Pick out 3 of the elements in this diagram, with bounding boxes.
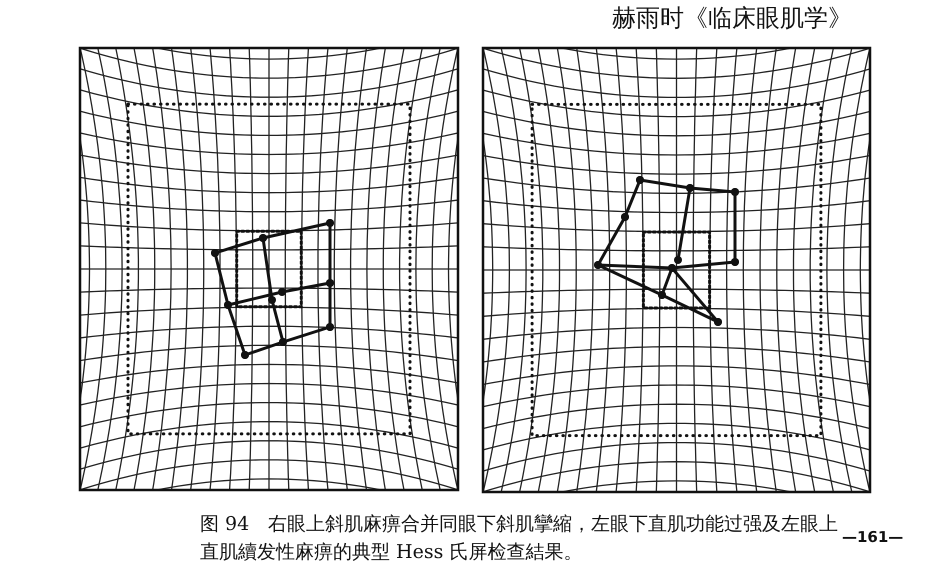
book-reference: 赫雨时《临床眼肌学》 — [612, 3, 852, 34]
figure-caption: 图 94 右眼上斜肌麻痹合并同眼下斜肌攣縮，左眼下直肌功能过强及左眼上直肌續发性麻痹的典型 Hess 氏屏检查結果。 — [200, 512, 840, 565]
page-number: —161— — [842, 528, 904, 546]
